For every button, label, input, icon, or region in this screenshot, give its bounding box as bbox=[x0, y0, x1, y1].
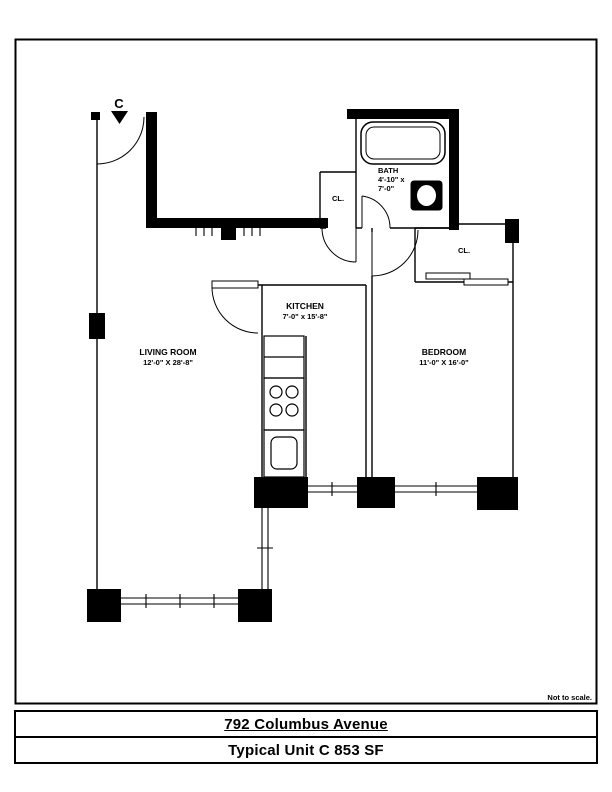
stove-icon bbox=[263, 377, 305, 431]
entry-jamb-wall bbox=[91, 112, 100, 120]
windows bbox=[121, 482, 477, 608]
stove-burner bbox=[285, 403, 299, 417]
stove-burner bbox=[269, 385, 283, 399]
bath-dims-1: 4'-10" x bbox=[378, 175, 405, 184]
hall-closet-label: CL. bbox=[332, 194, 344, 203]
kitchen-fixtures bbox=[263, 335, 305, 478]
kitchen-door-arc bbox=[211, 286, 259, 334]
walls-thick bbox=[87, 109, 519, 622]
kitchen-door-leaf bbox=[211, 280, 259, 289]
stove-burner bbox=[285, 385, 299, 399]
kitchen-south-window bbox=[308, 482, 357, 496]
bedroom-south-window bbox=[395, 482, 477, 496]
doors bbox=[96, 116, 509, 334]
closet-slider-door-1 bbox=[425, 272, 471, 280]
title-block: 792 Columbus Avenue Typical Unit C 853 S… bbox=[14, 710, 598, 764]
toilet-bowl bbox=[417, 185, 436, 206]
hall-closet-walls bbox=[319, 171, 356, 229]
living-southeast-corner bbox=[238, 589, 272, 622]
page-border bbox=[14, 38, 598, 705]
column-stub bbox=[221, 228, 236, 240]
kitchen-dims: 7'-0" x 15'-8" bbox=[283, 312, 328, 321]
bedroom-dims: 11'-0" X 16'-0" bbox=[419, 358, 469, 367]
bedroom-closet-label: CL. bbox=[458, 246, 470, 255]
stove-burner bbox=[269, 403, 283, 417]
kitchen-label: KITCHEN bbox=[286, 301, 324, 311]
bedroom-label: BEDROOM bbox=[422, 347, 466, 357]
kitchen-bedroom-divider bbox=[365, 228, 373, 477]
bedroom-southeast-corner bbox=[477, 477, 518, 510]
bathtub-icon bbox=[360, 121, 446, 165]
title-address: 792 Columbus Avenue bbox=[224, 715, 388, 733]
living-east-window bbox=[257, 508, 273, 589]
bedroom-door bbox=[371, 229, 419, 277]
bath-dims-2: 7'-0" bbox=[378, 184, 395, 193]
living-room-dims: 12'-0" X 28'-8" bbox=[143, 358, 193, 367]
entry-arrow-icon bbox=[111, 111, 128, 124]
sink-counter-icon bbox=[263, 429, 305, 478]
living-room-label: LIVING ROOM bbox=[139, 347, 196, 357]
divider-south-block bbox=[357, 477, 395, 508]
title-unit: Typical Unit C 853 SF bbox=[16, 736, 596, 762]
entry-marker-label: C bbox=[114, 96, 124, 111]
closet-slider-door-2 bbox=[463, 278, 509, 286]
living-south-window bbox=[121, 594, 238, 608]
entry-door-arc bbox=[96, 116, 145, 165]
bath-north-wall bbox=[347, 109, 459, 119]
bath-fixtures bbox=[360, 121, 446, 211]
not-to-scale-note: Not to scale. bbox=[547, 693, 592, 702]
southwest-corner bbox=[87, 589, 121, 622]
bathtub-inner bbox=[365, 126, 441, 160]
radiator-ticks bbox=[195, 228, 261, 236]
kitchen-south-block bbox=[254, 477, 308, 508]
hall-west-wall bbox=[146, 112, 157, 228]
bath-door bbox=[361, 195, 391, 229]
northeast-pier bbox=[505, 219, 519, 243]
hall-south-wall bbox=[146, 218, 328, 228]
bath-label: BATH bbox=[378, 166, 398, 175]
sink-basin bbox=[270, 436, 298, 470]
hall-closet-door bbox=[321, 227, 357, 263]
bath-east-wall bbox=[449, 109, 459, 230]
